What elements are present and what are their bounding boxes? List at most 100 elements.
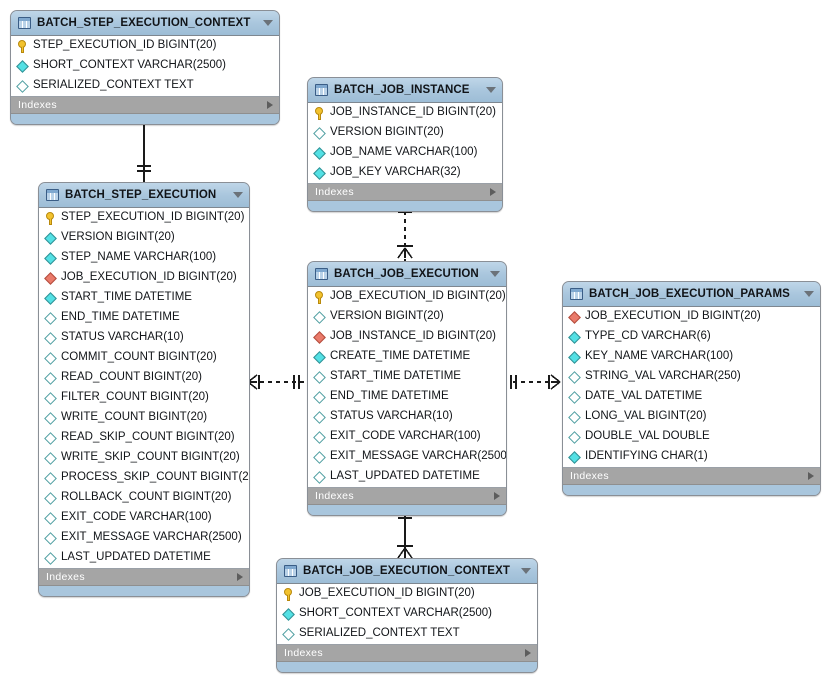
chevron-down-icon[interactable] [490, 271, 500, 277]
column-row[interactable]: JOB_INSTANCE_ID BIGINT(20) [308, 327, 506, 347]
column-row[interactable]: END_TIME DATETIME [39, 308, 249, 328]
column-label: STEP_EXECUTION_ID BIGINT(20) [61, 211, 245, 224]
column-row[interactable]: JOB_EXECUTION_ID BIGINT(20) [563, 307, 820, 327]
column-row[interactable]: LAST_UPDATED DATETIME [308, 467, 506, 487]
column-row[interactable]: PROCESS_SKIP_COUNT BIGINT(20) [39, 468, 249, 488]
not-null-column-icon [44, 291, 57, 305]
column-row[interactable]: STEP_EXECUTION_ID BIGINT(20) [39, 208, 249, 228]
nullable-column-icon [313, 310, 326, 324]
not-null-column-icon [568, 350, 581, 364]
column-list: STEP_EXECUTION_ID BIGINT(20) VERSION BIGI… [39, 208, 249, 569]
indexes-section[interactable]: Indexes [39, 569, 249, 586]
column-row[interactable]: JOB_KEY VARCHAR(32) [308, 163, 502, 183]
table-title: BATCH_JOB_INSTANCE [334, 84, 470, 96]
chevron-down-icon[interactable] [804, 291, 814, 297]
column-label: PROCESS_SKIP_COUNT BIGINT(20) [61, 471, 250, 484]
column-row[interactable]: WRITE_COUNT BIGINT(20) [39, 408, 249, 428]
table-batch-step-execution[interactable]: BATCH_STEP_EXECUTION STEP_EXECUTION_ID BI… [38, 182, 250, 597]
column-row[interactable]: START_TIME DATETIME [39, 288, 249, 308]
column-row[interactable]: IDENTIFYING CHAR(1) [563, 447, 820, 467]
column-row[interactable]: JOB_INSTANCE_ID BIGINT(20) [308, 103, 502, 123]
table-footer [308, 201, 502, 211]
table-header[interactable]: BATCH_STEP_EXECUTION [39, 183, 249, 208]
column-row[interactable]: FILTER_COUNT BIGINT(20) [39, 388, 249, 408]
column-row[interactable]: STATUS VARCHAR(10) [308, 407, 506, 427]
chevron-down-icon[interactable] [263, 20, 273, 26]
indexes-section[interactable]: Indexes [308, 488, 506, 505]
column-row[interactable]: READ_COUNT BIGINT(20) [39, 368, 249, 388]
nullable-column-icon [313, 470, 326, 484]
indexes-section[interactable]: Indexes [11, 97, 279, 114]
table-batch-job-execution-params[interactable]: BATCH_JOB_EXECUTION_PARAMS JOB_EXECUTION_… [562, 281, 821, 496]
column-label: JOB_EXECUTION_ID BIGINT(20) [585, 310, 761, 323]
link-job-execution-step-execution [247, 374, 305, 390]
table-header[interactable]: BATCH_JOB_INSTANCE [308, 78, 502, 103]
primary-key-icon [18, 40, 27, 53]
chevron-right-icon[interactable] [525, 649, 531, 657]
column-row[interactable]: JOB_EXECUTION_ID BIGINT(20) [277, 584, 537, 604]
column-row[interactable]: KEY_NAME VARCHAR(100) [563, 347, 820, 367]
column-row[interactable]: EXIT_MESSAGE VARCHAR(2500) [39, 528, 249, 548]
column-row[interactable]: ROLLBACK_COUNT BIGINT(20) [39, 488, 249, 508]
chevron-right-icon[interactable] [237, 573, 243, 581]
column-row[interactable]: DOUBLE_VAL DOUBLE [563, 427, 820, 447]
indexes-section[interactable]: Indexes [308, 184, 502, 201]
column-row[interactable]: LAST_UPDATED DATETIME [39, 548, 249, 568]
column-row[interactable]: STRING_VAL VARCHAR(250) [563, 367, 820, 387]
chevron-down-icon[interactable] [486, 87, 496, 93]
column-label: WRITE_COUNT BIGINT(20) [61, 411, 208, 424]
table-header[interactable]: BATCH_JOB_EXECUTION_CONTEXT [277, 559, 537, 584]
chevron-right-icon[interactable] [490, 188, 496, 196]
nullable-column-icon [44, 551, 57, 565]
column-row[interactable]: CREATE_TIME DATETIME [308, 347, 506, 367]
column-row[interactable]: DATE_VAL DATETIME [563, 387, 820, 407]
column-row[interactable]: STEP_EXECUTION_ID BIGINT(20) [11, 36, 279, 56]
chevron-down-icon[interactable] [521, 568, 531, 574]
column-row[interactable]: VERSION BIGINT(20) [39, 228, 249, 248]
table-batch-job-instance[interactable]: BATCH_JOB_INSTANCE JOB_INSTANCE_ID BIGINT… [307, 77, 503, 212]
table-footer [39, 586, 249, 596]
column-row[interactable]: JOB_EXECUTION_ID BIGINT(20) [308, 287, 506, 307]
column-row[interactable]: END_TIME DATETIME [308, 387, 506, 407]
table-title: BATCH_STEP_EXECUTION [65, 189, 217, 201]
table-footer [11, 114, 279, 124]
column-row[interactable]: VERSION BIGINT(20) [308, 307, 506, 327]
column-row[interactable]: EXIT_CODE VARCHAR(100) [308, 427, 506, 447]
table-header[interactable]: BATCH_JOB_EXECUTION_PARAMS [563, 282, 820, 307]
column-row[interactable]: SERIALIZED_CONTEXT TEXT [11, 76, 279, 96]
table-header[interactable]: BATCH_STEP_EXECUTION_CONTEXT [11, 11, 279, 36]
chevron-right-icon[interactable] [494, 492, 500, 500]
column-row[interactable]: VERSION BIGINT(20) [308, 123, 502, 143]
column-row[interactable]: TYPE_CD VARCHAR(6) [563, 327, 820, 347]
column-row[interactable]: START_TIME DATETIME [308, 367, 506, 387]
column-row[interactable]: JOB_EXECUTION_ID BIGINT(20) [39, 268, 249, 288]
not-null-column-icon [313, 350, 326, 364]
nullable-column-icon [313, 390, 326, 404]
indexes-section[interactable]: Indexes [563, 468, 820, 485]
indexes-section[interactable]: Indexes [277, 645, 537, 662]
indexes-label: Indexes [315, 490, 354, 502]
column-row[interactable]: WRITE_SKIP_COUNT BIGINT(20) [39, 448, 249, 468]
chevron-right-icon[interactable] [808, 472, 814, 480]
column-row[interactable]: SHORT_CONTEXT VARCHAR(2500) [11, 56, 279, 76]
column-row[interactable]: STATUS VARCHAR(10) [39, 328, 249, 348]
column-label: IDENTIFYING CHAR(1) [585, 450, 708, 463]
column-row[interactable]: COMMIT_COUNT BIGINT(20) [39, 348, 249, 368]
nullable-column-icon [44, 331, 57, 345]
table-icon [284, 565, 297, 577]
column-row[interactable]: SERIALIZED_CONTEXT TEXT [277, 624, 537, 644]
not-null-column-icon [568, 450, 581, 464]
column-row[interactable]: EXIT_MESSAGE VARCHAR(2500) [308, 447, 506, 467]
column-row[interactable]: READ_SKIP_COUNT BIGINT(20) [39, 428, 249, 448]
column-row[interactable]: SHORT_CONTEXT VARCHAR(2500) [277, 604, 537, 624]
chevron-down-icon[interactable] [233, 192, 243, 198]
column-row[interactable]: STEP_NAME VARCHAR(100) [39, 248, 249, 268]
chevron-right-icon[interactable] [267, 101, 273, 109]
column-row[interactable]: JOB_NAME VARCHAR(100) [308, 143, 502, 163]
table-header[interactable]: BATCH_JOB_EXECUTION [308, 262, 506, 287]
column-row[interactable]: LONG_VAL BIGINT(20) [563, 407, 820, 427]
column-row[interactable]: EXIT_CODE VARCHAR(100) [39, 508, 249, 528]
